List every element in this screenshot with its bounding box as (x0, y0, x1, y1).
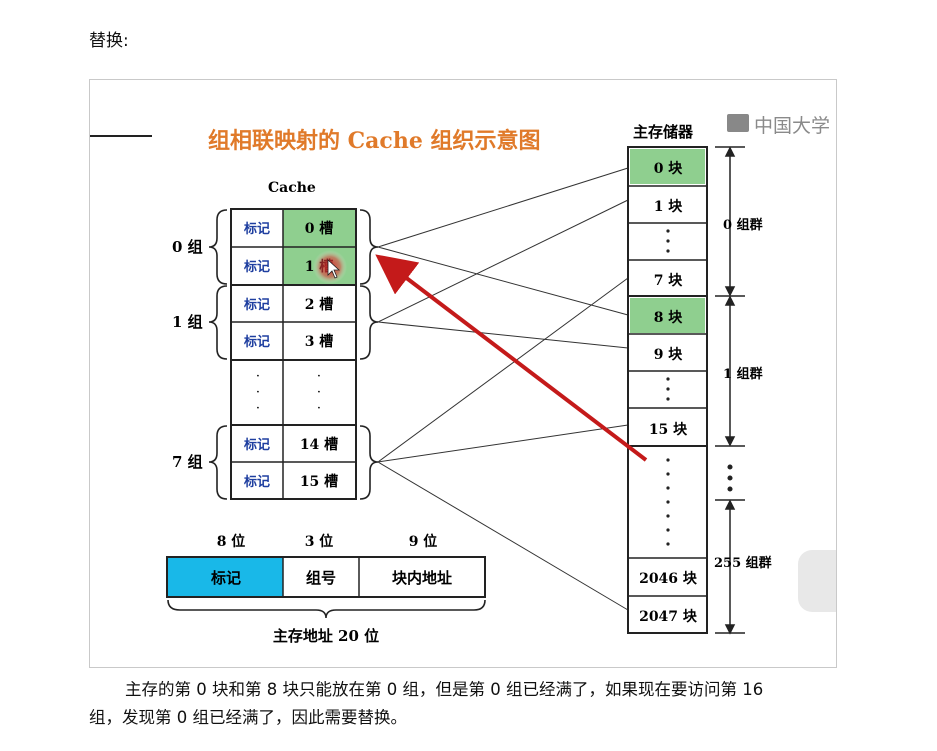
cache-tag: 标记 (243, 437, 270, 453)
caption-line: 主存的第 0 块和第 8 块只能放在第 0 组，但是第 0 组已经满了，如果现在… (125, 680, 764, 699)
address-field: 块内地址 (392, 569, 452, 587)
main-memory-column (627, 146, 708, 634)
svg-text:·: · (317, 385, 321, 400)
group-range-arrows (715, 146, 745, 635)
memory-block: 2046 块 (639, 571, 698, 587)
address-field: 标记 (210, 569, 241, 587)
cache-tag: 标记 (243, 297, 270, 313)
address-bits: 9 位 (409, 533, 438, 550)
svg-text:·: · (256, 369, 260, 384)
memory-block: 15 块 (649, 422, 688, 438)
cache-tag: 标记 (243, 474, 270, 490)
cache-slot: 14 槽 (300, 436, 338, 453)
address-bits: 8 位 (217, 533, 246, 550)
svg-text:·: · (256, 385, 260, 400)
group-label: 7 组 (172, 453, 203, 471)
cache-slot: 15 槽 (300, 473, 338, 490)
memory-group-label: 1 组群 (723, 366, 763, 382)
cache-slot: 3 槽 (305, 333, 334, 350)
main-memory-label: 主存储器 (633, 123, 694, 141)
group-label: 1 组 (172, 313, 203, 331)
cache-slot: 2 槽 (305, 296, 334, 313)
memory-block: 1 块 (654, 199, 684, 215)
cache-rows: 标记 0 槽 标记 1 槽 标记 2 槽 标记 3 槽 标记 14 槽 标记 1… (243, 220, 338, 490)
cache-slot: 0 槽 (305, 220, 334, 237)
memory-block: 8 块 (654, 310, 684, 326)
caption-paragraph: 主存的第 0 块和第 8 块只能放在第 0 组，但是第 0 组已经满了，如果现在… (89, 676, 849, 732)
cache-diagram-figure: 组相联映射的 Cache 组织示意图 中国大学 Cache · · · · · … (89, 79, 837, 668)
mapping-lines (377, 167, 629, 611)
memory-group-label: 0 组群 (723, 217, 763, 233)
address-format: 8 位 3 位 9 位 标记 组号 块内地址 主存地址 20 位 (166, 533, 486, 645)
address-bits: 3 位 (305, 533, 334, 550)
group-label: 0 组 (172, 238, 203, 256)
memory-block: 9 块 (654, 347, 684, 363)
cache-tag: 标记 (243, 259, 270, 275)
svg-text:·: · (317, 369, 321, 384)
memory-block: 2047 块 (639, 609, 698, 625)
cache-diagram-svg: 组相联映射的 Cache 组织示意图 中国大学 Cache · · · · · … (90, 114, 836, 645)
address-total: 主存地址 20 位 (273, 627, 379, 645)
watermark-logo: 中国大学 (727, 114, 830, 137)
left-braces (208, 209, 228, 500)
diagram-title: 组相联映射的 Cache 组织示意图 (208, 128, 540, 154)
memory-block: 7 块 (654, 273, 684, 289)
svg-text:·: · (317, 401, 321, 416)
section-heading: 替换: (89, 31, 129, 51)
cache-label: Cache (268, 180, 316, 196)
svg-text:·: · (256, 401, 260, 416)
cache-tag: 标记 (243, 334, 270, 350)
memory-blocks: 0 块 1 块 7 块 8 块 9 块 15 块 2046 块 2047 块 (639, 161, 698, 625)
mouse-pointer-icon (327, 259, 341, 279)
cache-tag: 标记 (243, 221, 270, 237)
memory-group-label: 255 组群 (714, 555, 772, 571)
svg-text:中国大学: 中国大学 (754, 115, 830, 137)
right-braces (359, 209, 379, 500)
address-field: 组号 (306, 569, 336, 587)
replacement-arrow (375, 254, 648, 462)
overlay-tab (798, 550, 836, 612)
memory-block: 0 块 (654, 161, 684, 177)
caption-line: 组，发现第 0 组已经满了，因此需要替换。 (89, 708, 407, 727)
